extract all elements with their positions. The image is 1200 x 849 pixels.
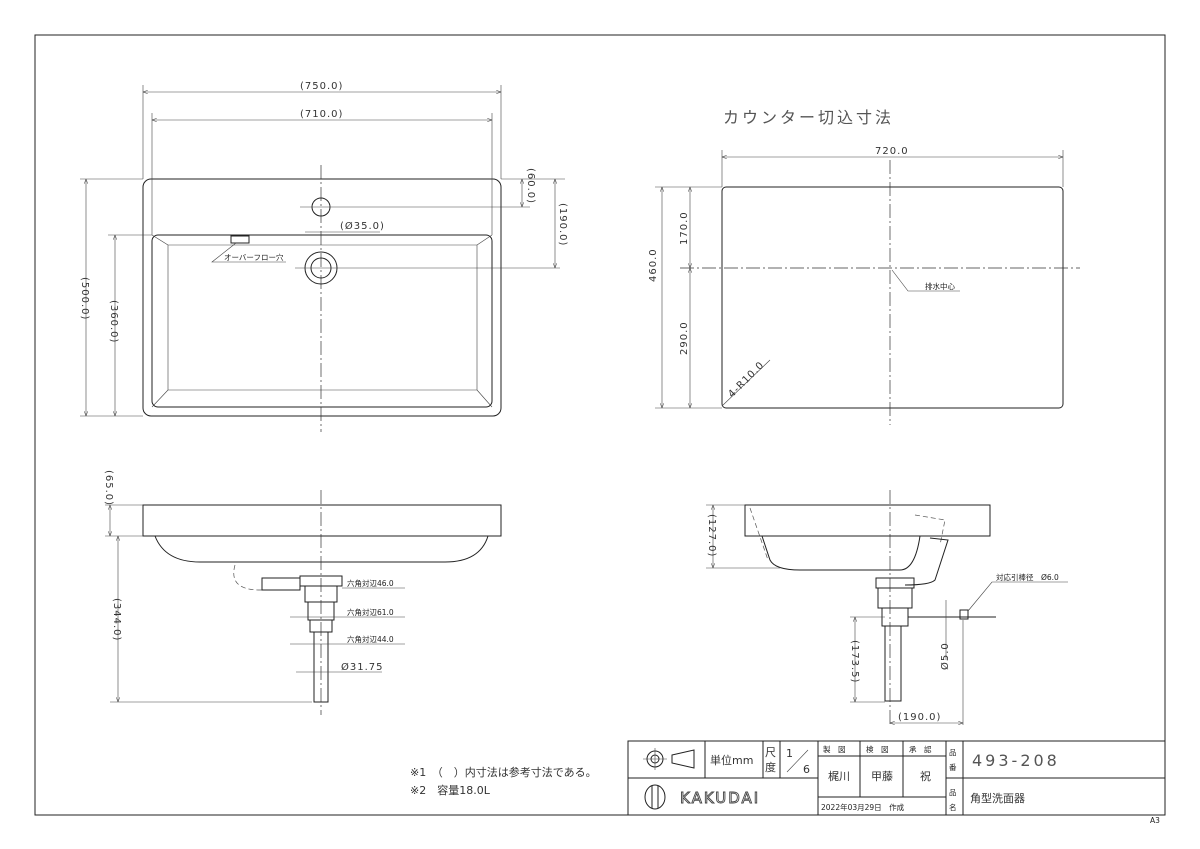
- checked-by: 甲藤: [871, 770, 893, 783]
- dim-bowl-depth: (360.0): [108, 300, 119, 343]
- part-name-label: 品: [949, 788, 957, 797]
- dim-pipe-length: (173.5): [849, 640, 860, 683]
- dim-hex-44: 六角対辺44.0: [347, 634, 394, 644]
- dim-cutout-width: 720.0: [875, 146, 909, 157]
- dim-bowl-width: (710.0): [300, 109, 343, 120]
- counter-cutout-view: カウンター切込寸法 720.0 460.0 170.0 290.0 4-R10.…: [648, 108, 1080, 425]
- overflow-hole: [230, 235, 250, 244]
- unit-label: 単位mm: [710, 753, 753, 767]
- part-name-label-2: 名: [949, 802, 957, 812]
- dim-pipe-dia: Ø31.75: [341, 661, 384, 673]
- dim-overall-width: (750.0): [300, 81, 343, 92]
- note-1: ※1 （ ）内寸法は参考寸法である。: [410, 765, 597, 779]
- dim-hex-61: 六角対辺61.0: [347, 607, 394, 617]
- dim-corner-radius: 4-R10.0: [726, 360, 766, 400]
- logo-text: KAKUDAI: [680, 789, 760, 807]
- scale-label-2: 度: [765, 760, 776, 774]
- overflow-label: オーバーフロー穴: [224, 252, 284, 262]
- part-no-label-2: 番: [949, 762, 957, 772]
- side-view: (127.0) (173.5) Ø5.0 (190.0) 対応引棒径 Ø6.0: [706, 490, 1068, 725]
- sheet-size: A3: [1150, 816, 1160, 825]
- dim-front-to-drain: 170.0: [679, 211, 690, 245]
- part-number: 493-208: [972, 751, 1060, 770]
- dim-rod-dia: Ø5.0: [939, 642, 951, 670]
- dim-faucet-offset: (60.0): [525, 168, 536, 204]
- pull-rod-label: 対応引棒径 Ø6.0: [996, 572, 1059, 582]
- front-view: (65.0) (344.0) 六角対辺46.0 六角対辺61.0 六角対辺44.…: [103, 470, 502, 715]
- pull-rod-clamp: [959, 609, 969, 620]
- dim-rim-height: (65.0): [103, 470, 114, 506]
- drawn-by: 梶川: [828, 769, 850, 783]
- dim-cutout-depth: 460.0: [648, 248, 659, 282]
- part-no-label: 品: [949, 748, 957, 757]
- sheet-border: [34, 34, 1166, 816]
- dim-overall-depth: (500.0): [79, 277, 90, 320]
- note-2: ※2 容量18.0L: [410, 783, 491, 797]
- dim-drain-offset: (190.0): [557, 203, 568, 246]
- scale-denominator: 6: [803, 763, 810, 776]
- plan-view: (750.0) (710.0) (60.0) (190.0) (Ø35.0) (…: [79, 81, 568, 432]
- projection-symbol-icon: [643, 748, 695, 770]
- dim-hex-46: 六角対辺46.0: [347, 578, 394, 588]
- part-name: 角型洗面器: [970, 791, 1025, 805]
- dim-faucet-hole: (Ø35.0): [340, 220, 385, 232]
- created-date: 2022年03月29日 作成: [821, 802, 905, 812]
- approved-label: 承 認: [909, 744, 932, 754]
- drawn-label: 製 図: [823, 744, 846, 754]
- scale-label: 尺: [765, 746, 776, 759]
- scale-numerator: 1: [786, 747, 793, 760]
- kakudai-logo-icon: KAKUDAI: [644, 784, 760, 810]
- dim-drain-to-back: 290.0: [679, 321, 690, 355]
- title-block: 単位mm 尺 度 1 6 製 図 検 図 承 認 梶川 甲藤 祝 2022年03…: [627, 740, 1166, 816]
- approved-by: 祝: [920, 769, 931, 783]
- checked-label: 検 図: [866, 744, 889, 754]
- dim-total-height: (344.0): [111, 598, 122, 641]
- dim-rod-offset: (190.0): [898, 712, 941, 723]
- cutout-title: カウンター切込寸法: [723, 108, 894, 127]
- dim-bowl-height: (127.0): [706, 514, 717, 557]
- drain-center-label: 排水中心: [925, 281, 955, 291]
